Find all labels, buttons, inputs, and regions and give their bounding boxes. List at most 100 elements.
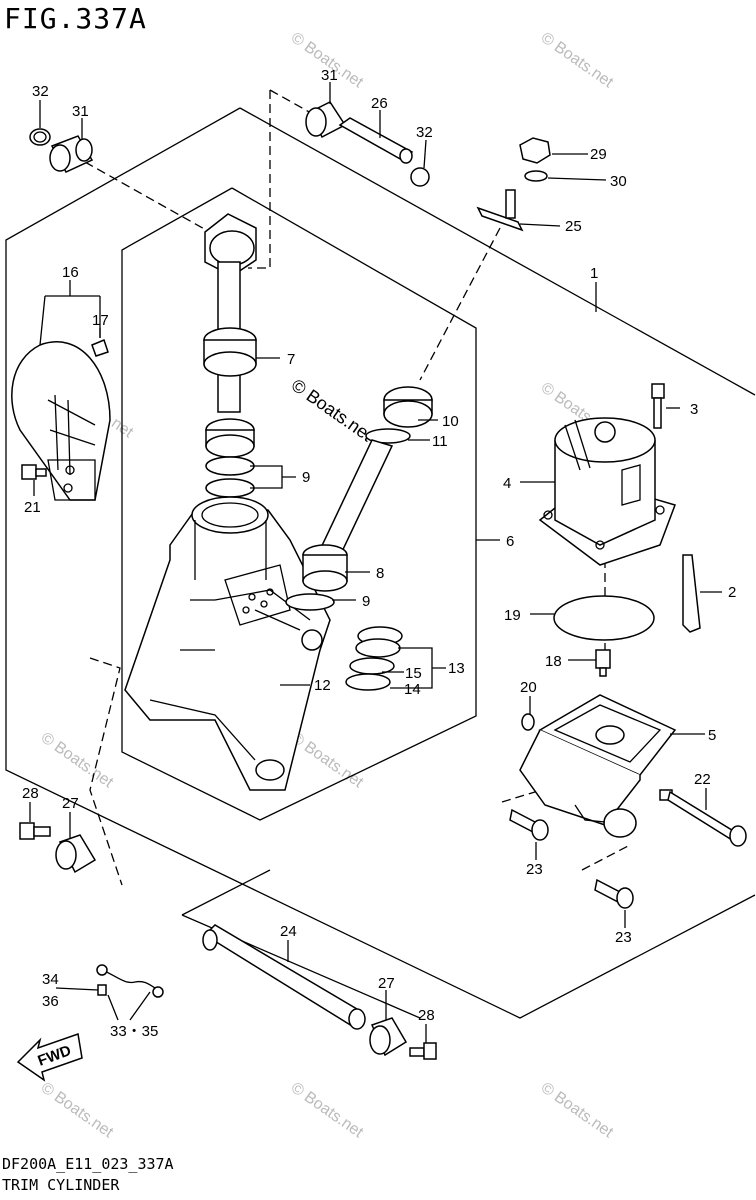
bushing-part-27-bottom — [369, 1017, 408, 1057]
clip-part-2 — [682, 554, 701, 633]
cylinder-body-part-6 — [124, 496, 331, 791]
drawing-code: DF200A_E11_023_337A — [2, 1155, 174, 1173]
part-label: 9 — [302, 469, 310, 486]
drawing-name: TRIM CYLINDER — [2, 1176, 120, 1194]
pin-part-26-end — [399, 148, 413, 164]
part-label: 27 — [62, 795, 79, 812]
watermark: © Boats.net — [288, 729, 367, 791]
bolt-part-23a — [509, 808, 549, 841]
ring-part-14 — [345, 673, 391, 691]
o-ring-part-32 — [29, 128, 51, 146]
part-label: 21 — [24, 499, 41, 516]
part-label: 24 — [280, 923, 297, 940]
o-ring-part-11 — [365, 428, 411, 444]
part-label: 6 — [506, 533, 514, 550]
part-label: 30 — [610, 173, 627, 190]
pin-part-26 — [338, 117, 414, 161]
part-label: 32 — [32, 83, 49, 100]
motor-part-4 — [538, 417, 676, 566]
nut-part-29 — [519, 137, 551, 164]
part-labels: 32 31 31 26 32 29 30 25 1 16 17 7 3 10 1… — [22, 67, 736, 1040]
part-label: 9 — [362, 593, 370, 610]
bolt-part-28-left — [19, 822, 51, 840]
part-label: 23 — [526, 861, 543, 878]
alignment-line — [419, 227, 501, 381]
washer-part-30 — [524, 170, 548, 182]
part-label: 31 — [72, 103, 89, 120]
watermark: © Boats.net — [538, 29, 617, 91]
bolt-part-3 — [651, 383, 665, 429]
bushing-part-31-top — [305, 101, 347, 139]
figure-title: FIG.337A — [4, 2, 147, 35]
part-label: 11 — [432, 433, 448, 450]
part-label: 31 — [321, 67, 338, 84]
cover-part-16 — [11, 341, 111, 501]
inner-cylinder-boundary — [121, 187, 477, 821]
center-watermark: © Boats.net — [288, 375, 377, 445]
part-label: 25 — [565, 218, 582, 235]
tube-part-24 — [202, 924, 366, 1030]
part-label: 18 — [545, 653, 562, 670]
part-label: 22 — [694, 771, 711, 788]
watermark: © Boats.net — [38, 729, 117, 791]
piston-rod-assembly — [203, 213, 257, 498]
part-label: 5 — [708, 727, 716, 744]
watermark: © Boats.net — [38, 1079, 117, 1141]
leader-lines — [29, 82, 722, 1043]
part-label: 7 — [287, 351, 295, 368]
o-ring-part-32-top — [410, 167, 430, 187]
plug-part-10 — [383, 386, 433, 428]
o-ring-part-9-lower — [285, 593, 335, 611]
o-ring-part-9 — [205, 456, 255, 476]
watermark: © Boats.net — [538, 1079, 617, 1141]
part-label: 34 — [42, 971, 59, 988]
part-label: 19 — [504, 607, 521, 624]
part-label: 26 — [371, 95, 388, 112]
part-label: 8 — [376, 565, 384, 582]
piston-part-8 — [302, 544, 348, 592]
bolt-part-25 — [476, 189, 524, 232]
seal-part-13b — [355, 638, 401, 658]
alignment-line — [89, 657, 123, 886]
part-label: 36 — [42, 993, 59, 1010]
screw-part-21 — [21, 464, 47, 480]
o-ring-part-19 — [553, 595, 655, 641]
part-label: 12 — [314, 677, 331, 694]
bolt-part-23b — [594, 878, 634, 909]
alignment-line — [581, 844, 631, 871]
bolt-part-22 — [659, 789, 747, 847]
part-label: 27 — [378, 975, 395, 992]
part-label: 16 — [62, 264, 79, 281]
bolt-part-28-bottom — [409, 1042, 437, 1060]
part-label: 29 — [590, 146, 607, 163]
o-ring-part-20 — [521, 713, 535, 731]
pump-part-5 — [519, 694, 677, 838]
grommet-part-17 — [91, 338, 109, 357]
bushing-part-27-left — [55, 834, 97, 874]
watermark: © Boats.net — [288, 1079, 367, 1141]
lead-wire-part-33 — [96, 964, 164, 998]
part-label: 15 — [405, 665, 422, 682]
part-label: 4 — [503, 475, 511, 492]
rod-part-8 — [316, 439, 394, 561]
part-label: 10 — [442, 413, 459, 430]
part-label: 33・35 — [110, 1023, 158, 1040]
fwd-arrow: FWD — [16, 1032, 83, 1082]
part-label: 23 — [615, 929, 632, 946]
part-label: 13 — [448, 660, 465, 677]
part-label: 14 — [404, 681, 421, 698]
part-label: 3 — [690, 401, 698, 418]
part-label: 28 — [418, 1007, 435, 1024]
alignment-line — [84, 161, 216, 236]
outer-assembly-boundary — [5, 107, 756, 1019]
o-ring-part-32-inner — [33, 131, 47, 143]
bushing-part-31 — [49, 135, 94, 173]
o-ring-part-9 — [205, 478, 255, 498]
alignment-line — [248, 90, 271, 269]
part-label: 20 — [520, 679, 537, 696]
part-label: 32 — [416, 124, 433, 141]
part-label: 28 — [22, 785, 39, 802]
part-label: 2 — [728, 584, 736, 601]
part-label: 1 — [590, 265, 598, 282]
